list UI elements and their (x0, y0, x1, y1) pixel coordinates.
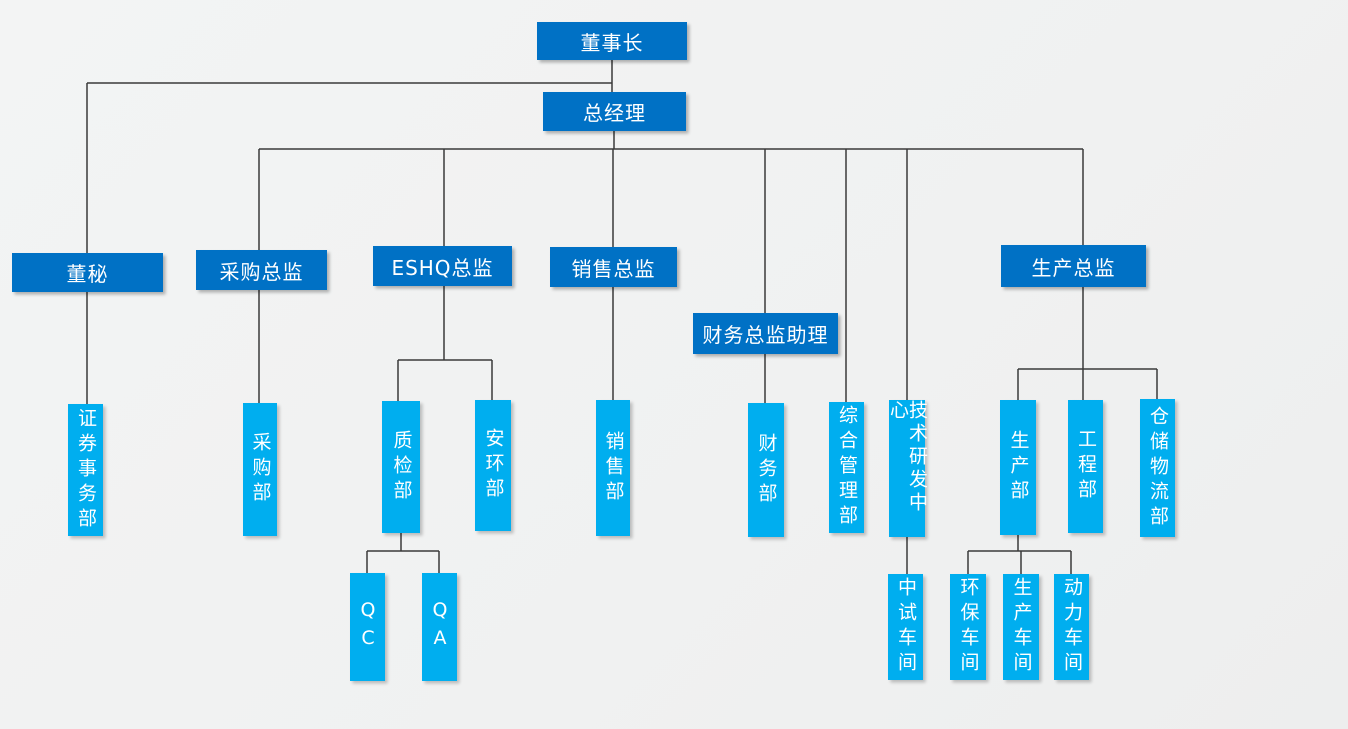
node-chairman[interactable]: 董事长 (537, 22, 687, 60)
node-pilot-workshop[interactable]: 中试车间 (888, 574, 923, 680)
node-label: 技术研发中心 (887, 400, 928, 515)
node-label: 环保车间 (957, 577, 980, 677)
node-finance-director-assistant[interactable]: 财务总监助理 (693, 313, 838, 354)
node-technology-rd-center[interactable]: 技术研发中心 (887, 400, 928, 537)
node-production-director[interactable]: 生产总监 (1001, 245, 1146, 287)
node-general-manager[interactable]: 总经理 (543, 92, 686, 131)
node-production-dept[interactable]: 生产部 (1000, 400, 1036, 535)
node-general-management-dept[interactable]: 综合管理部 (829, 402, 864, 533)
node-engineering-dept[interactable]: 工程部 (1068, 400, 1103, 533)
node-finance-dept[interactable]: 财务部 (748, 403, 784, 537)
node-label: QC (357, 599, 379, 655)
node-label: 工程部 (1075, 429, 1097, 504)
node-label: 中试车间 (895, 577, 917, 677)
node-label: QA (429, 599, 451, 655)
node-label: 综合管理部 (836, 405, 858, 530)
node-sales-dept[interactable]: 销售部 (596, 400, 630, 536)
node-label: 生产车间 (1010, 577, 1033, 677)
node-label: 销售部 (602, 430, 625, 506)
node-label: 质检部 (390, 429, 413, 505)
node-production-workshop[interactable]: 生产车间 (1003, 574, 1039, 680)
node-warehouse-logistics-dept[interactable]: 仓储物流部 (1140, 399, 1175, 537)
node-label: 仓储物流部 (1147, 405, 1169, 531)
node-eshq-director[interactable]: ESHQ总监 (373, 246, 512, 286)
node-power-workshop[interactable]: 动力车间 (1054, 574, 1089, 680)
node-environmental-workshop[interactable]: 环保车间 (950, 574, 986, 680)
node-label: 财务部 (755, 432, 778, 508)
node-label: 采购部 (249, 432, 272, 507)
node-qc-team[interactable]: QC (350, 573, 385, 681)
node-qa-team[interactable]: QA (422, 573, 457, 681)
node-label: 安环部 (482, 428, 505, 503)
node-sales-director[interactable]: 销售总监 (550, 247, 677, 287)
node-safety-environment-dept[interactable]: 安环部 (475, 400, 511, 531)
node-procurement-dept[interactable]: 采购部 (243, 403, 277, 536)
node-securities-affairs-dept[interactable]: 证券事务部 (68, 404, 103, 536)
node-label: 动力车间 (1061, 577, 1083, 677)
node-board-secretary[interactable]: 董秘 (12, 253, 163, 292)
node-procurement-director[interactable]: 采购总监 (196, 250, 327, 290)
node-label: 证券事务部 (75, 407, 97, 533)
node-quality-inspection-dept[interactable]: 质检部 (382, 401, 420, 533)
node-label: 生产部 (1007, 430, 1030, 505)
